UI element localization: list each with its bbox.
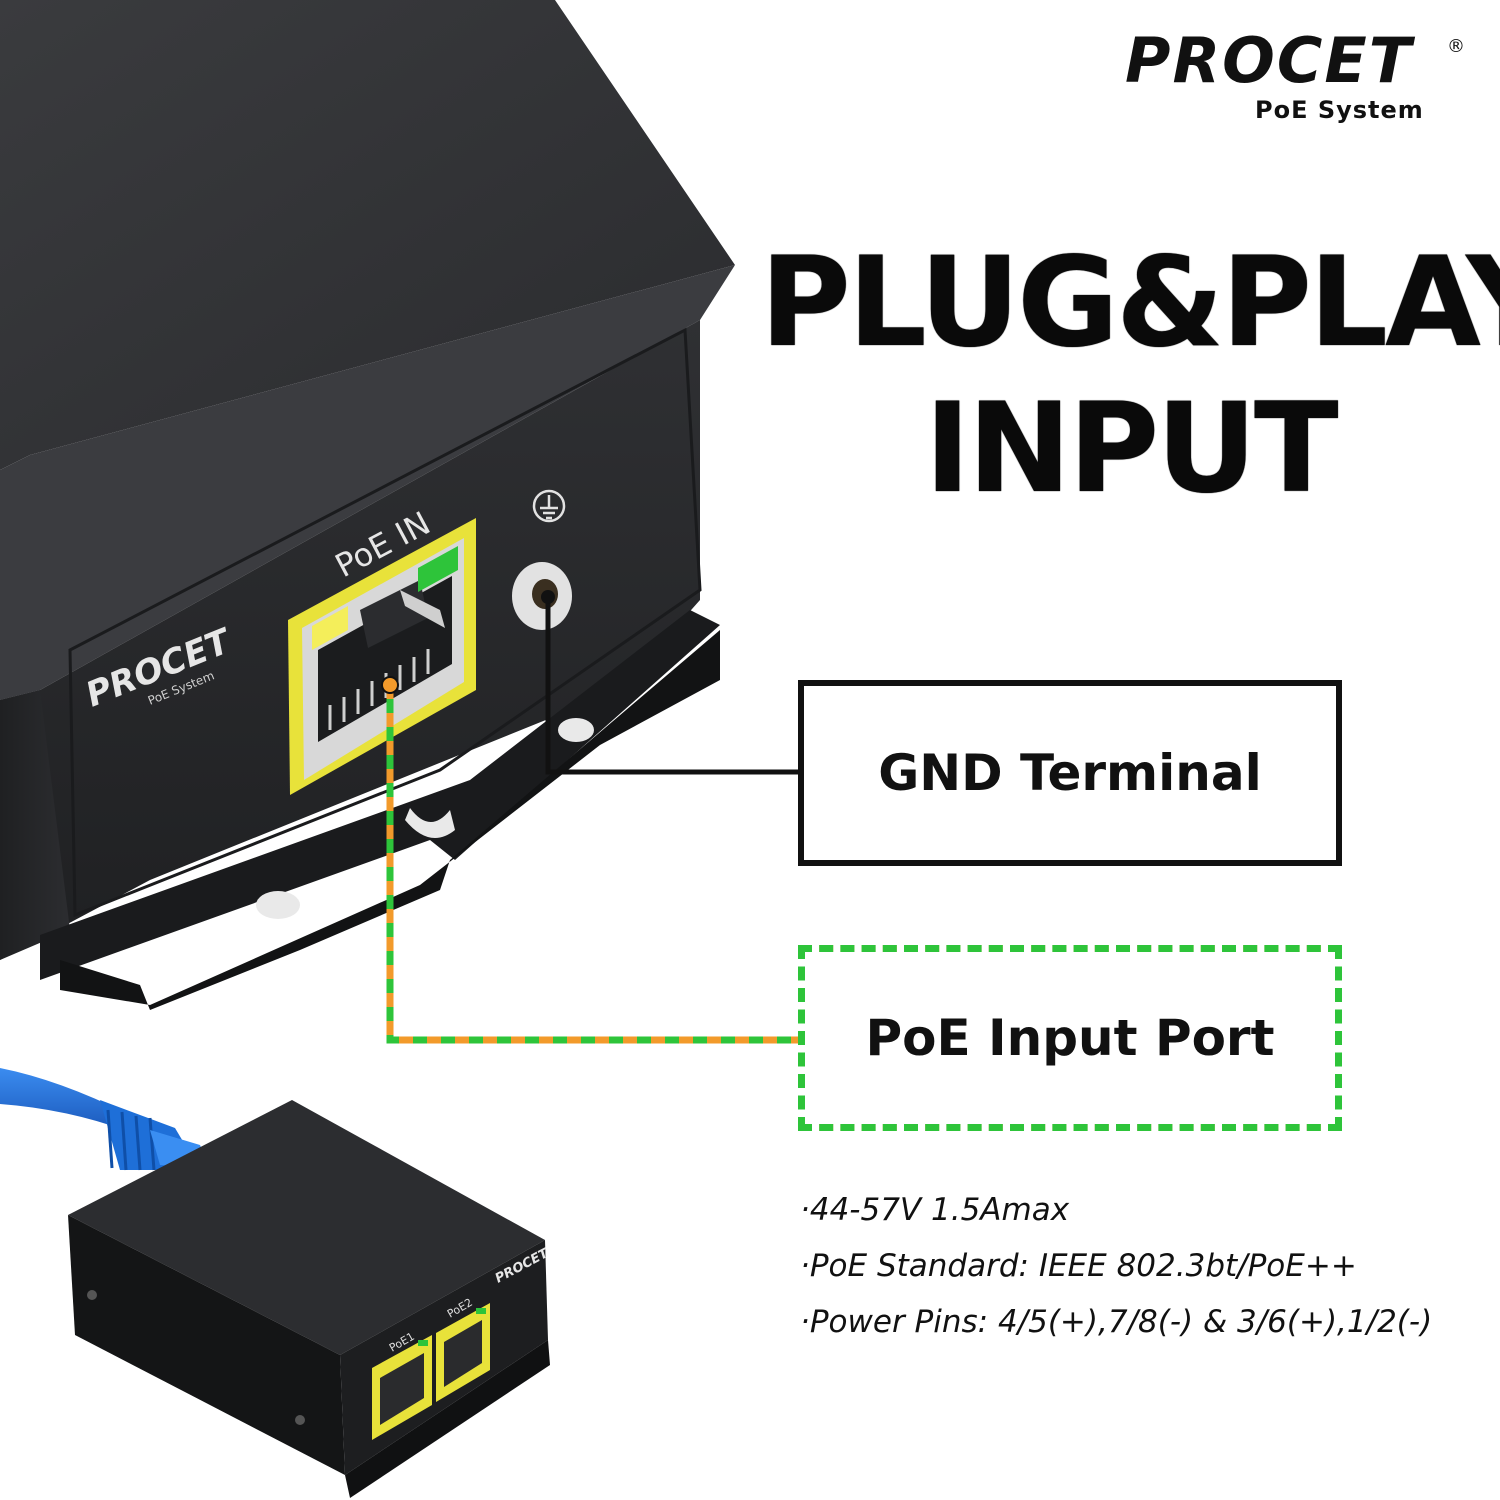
device-front-panel [68, 327, 702, 918]
mounting-flange [40, 610, 720, 980]
ground-icon-lines [540, 495, 558, 520]
device-top-face [0, 0, 735, 470]
headline-line-2: INPUT [924, 377, 1338, 522]
registered-mark: ® [1447, 36, 1465, 57]
headline-line-1: PLUG&PLAY [760, 231, 1500, 375]
poe-in-port [288, 518, 476, 795]
spec-standard: ·PoE Standard: IEEE 802.3bt/PoE++ [800, 1248, 1357, 1284]
small-poe-device: PoE1 PoE2 PROCET [68, 1100, 552, 1498]
small-device-flange [345, 1340, 550, 1498]
flange-hole [256, 891, 300, 919]
spec-voltage: ·44-57V 1.5Amax [800, 1192, 1070, 1228]
headline: PLUG&PLAY INPUT [760, 230, 1500, 523]
gnd-leader-line [541, 590, 800, 775]
small-led-green [418, 1340, 428, 1346]
ethernet-cable [0, 1068, 210, 1171]
ground-icon [532, 489, 566, 523]
small-device-screw [295, 1415, 305, 1425]
small-device-top [68, 1100, 545, 1355]
flange-hole [558, 718, 594, 742]
led-yellow [312, 606, 348, 650]
poe-input-port-callout: PoE Input Port [798, 945, 1342, 1131]
led-green [418, 546, 458, 592]
brand-wordmark: PROCET [1125, 24, 1414, 97]
gnd-terminal-callout: GND Terminal [798, 680, 1342, 866]
device-side-face [0, 690, 70, 960]
brand-logo: PROCET ® PoE System [1125, 30, 1470, 130]
small-device-screw [87, 1290, 97, 1300]
spec-list: ·44-57V 1.5Amax ·PoE Standard: IEEE 802.… [800, 1182, 1490, 1350]
poe-leader-line [381, 676, 800, 1044]
large-poe-device: PoE IN PROCET PoE System [0, 0, 735, 1010]
small-led-green [476, 1308, 486, 1314]
port-pins [328, 649, 430, 730]
small-port1-socket [380, 1353, 424, 1425]
small-device-side [68, 1215, 345, 1475]
spec-power-pins: ·Power Pins: 4/5(+),7/8(-) & 3/6(+),1/2(… [800, 1304, 1433, 1340]
port-clip [400, 590, 445, 628]
brand-subtitle: PoE System [1255, 96, 1424, 124]
flange-slot [405, 808, 455, 838]
small-port2-socket [444, 1320, 482, 1387]
